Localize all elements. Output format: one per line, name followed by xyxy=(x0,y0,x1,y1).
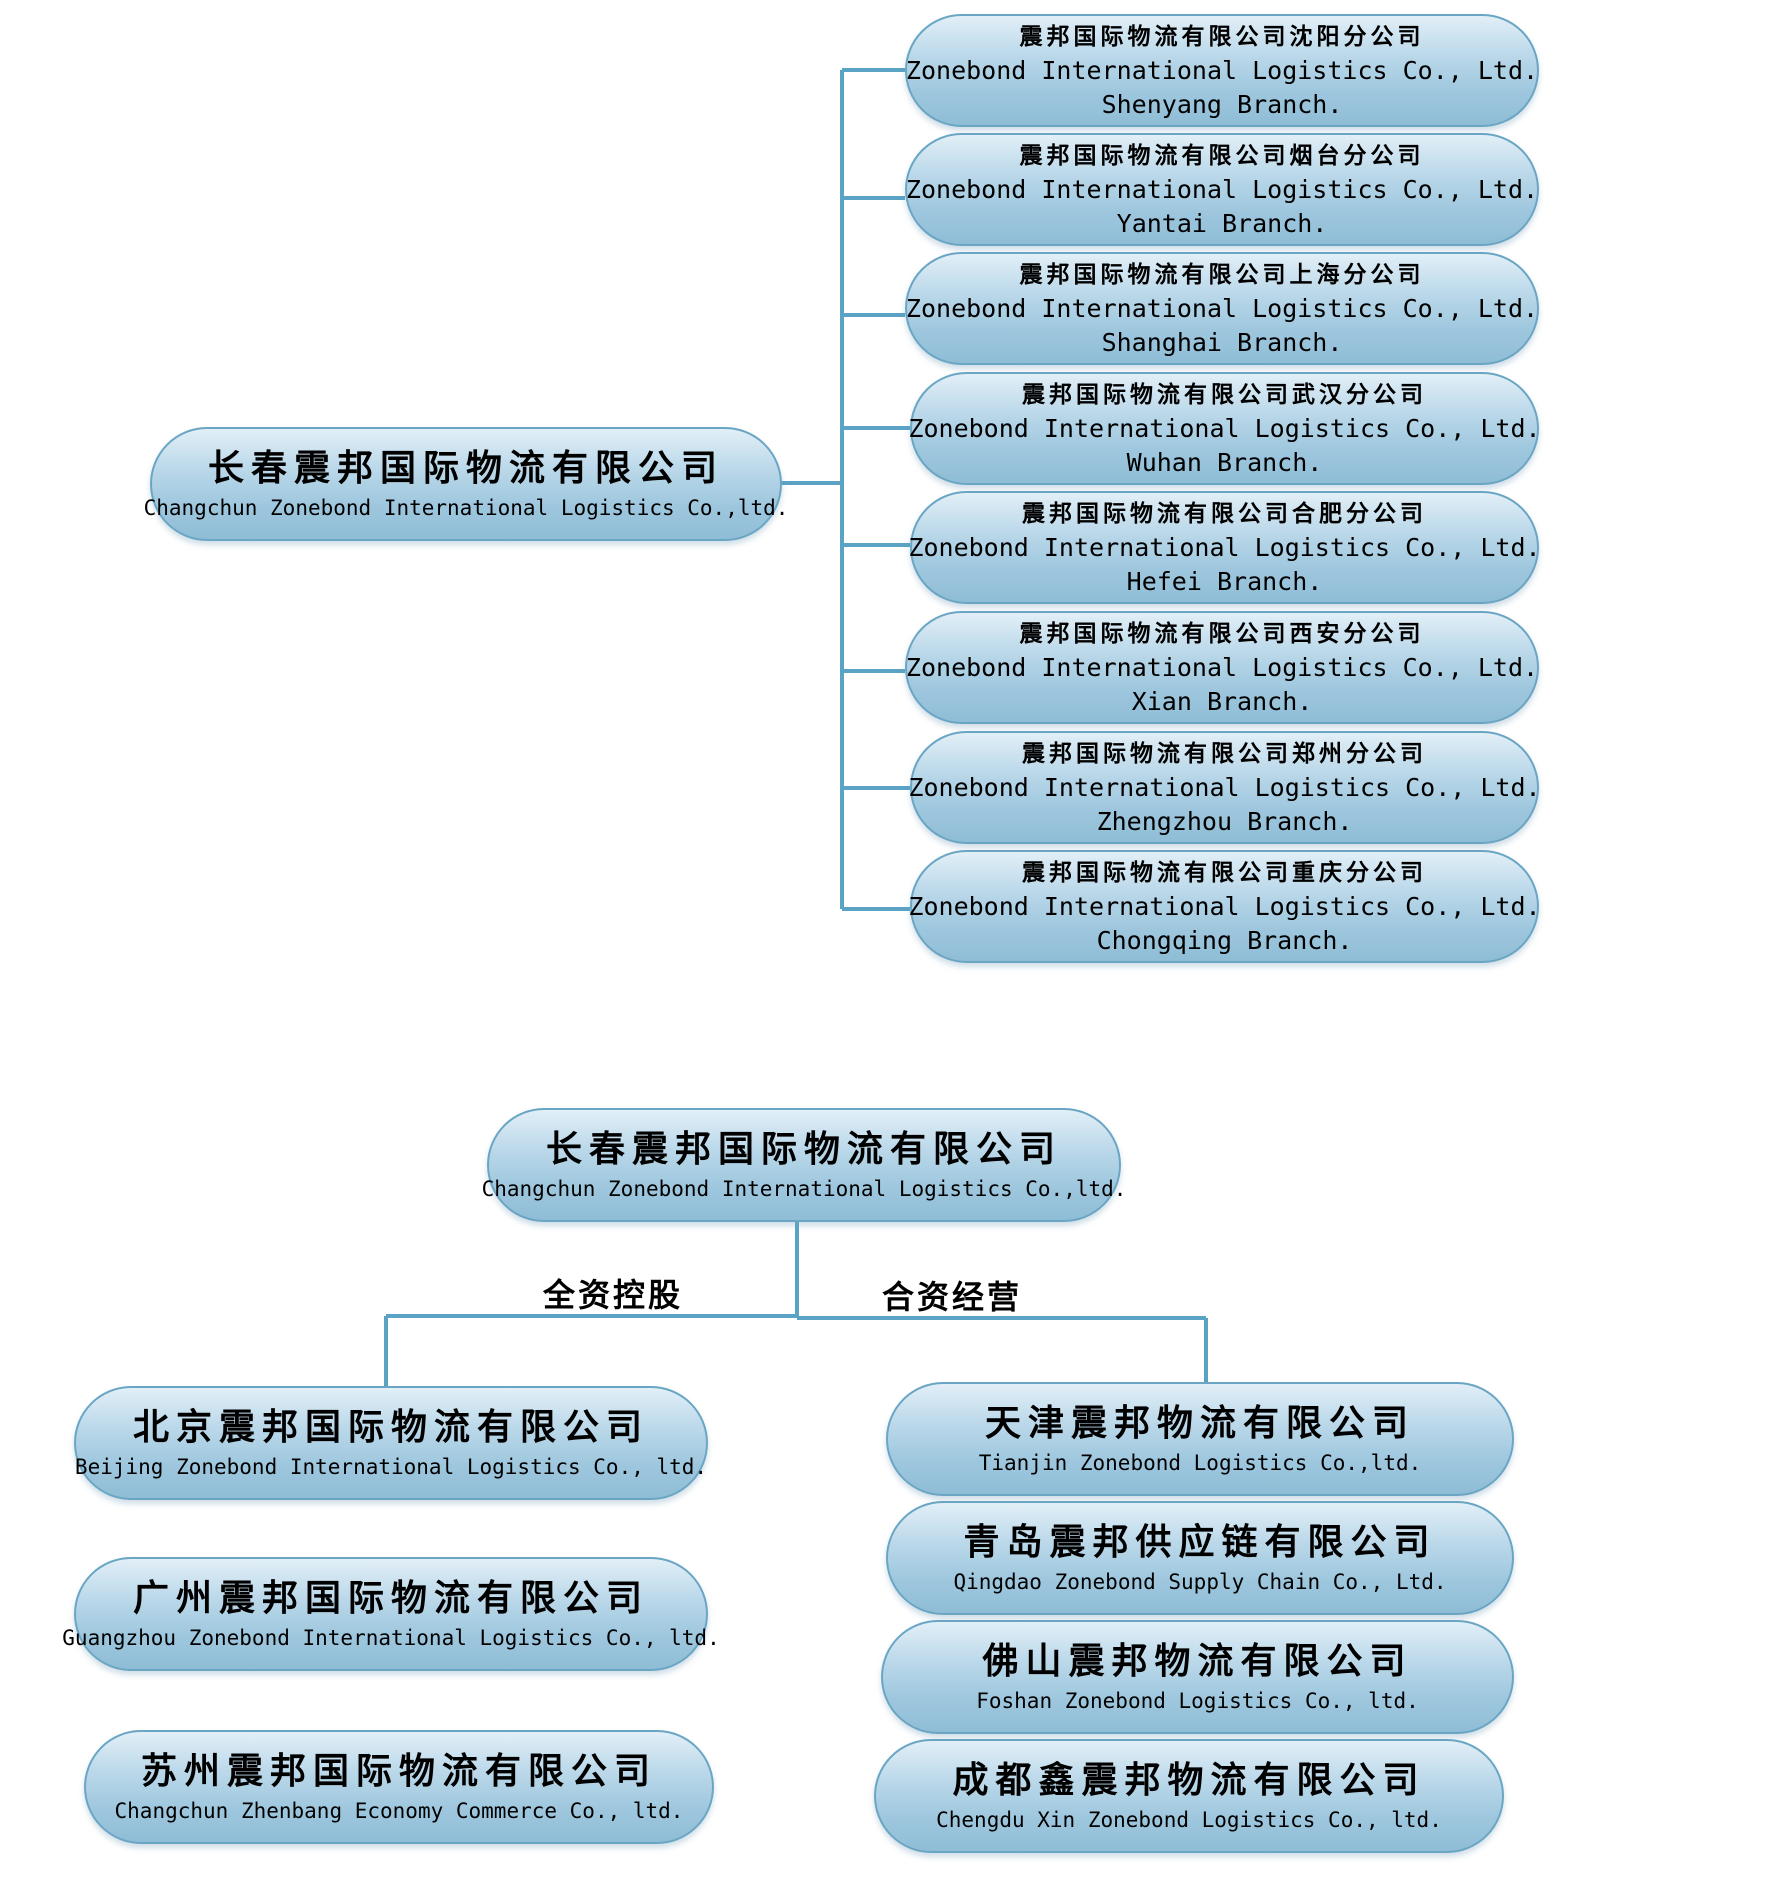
company-cn: 广州震邦国际物流有限公司 xyxy=(132,1577,649,1619)
branch-en: Zonebond International Logistics Co., Lt… xyxy=(908,532,1541,562)
d1-branch-shenyang: 震邦国际物流有限公司沈阳分公司 Zonebond International L… xyxy=(905,14,1539,127)
branch-cn: 震邦国际物流有限公司沈阳分公司 xyxy=(1019,22,1425,50)
branch-name: Shenyang Branch. xyxy=(1101,89,1343,119)
branch-cn: 震邦国际物流有限公司武汉分公司 xyxy=(1022,380,1427,408)
d1-root-cn: 长春震邦国际物流有限公司 xyxy=(207,447,724,489)
company-en: Beijing Zonebond International Logistics… xyxy=(74,1455,708,1479)
branch-en: Zonebond International Logistics Co., Lt… xyxy=(908,891,1541,921)
company-en: Chengdu Xin Zonebond Logistics Co., ltd. xyxy=(936,1808,1442,1832)
company-en: Tianjin Zonebond Logistics Co.,ltd. xyxy=(978,1451,1422,1475)
company-cn: 成都鑫震邦物流有限公司 xyxy=(952,1759,1426,1801)
company-cn: 天津震邦物流有限公司 xyxy=(984,1402,1415,1444)
d1-branch-chongqing: 震邦国际物流有限公司重庆分公司 Zonebond International L… xyxy=(908,850,1541,963)
d2-left-guangzhou: 广州震邦国际物流有限公司 Guangzhou Zonebond Internat… xyxy=(62,1557,720,1671)
branch-name: Yantai Branch. xyxy=(1116,208,1328,238)
relation-label-wholly-owned: 全资控股 xyxy=(543,1276,684,1314)
d2-right-chengdu: 成都鑫震邦物流有限公司 Chengdu Xin Zonebond Logisti… xyxy=(874,1739,1504,1853)
branch-cn: 震邦国际物流有限公司合肥分公司 xyxy=(1022,499,1427,527)
d2-left-suzhou: 苏州震邦国际物流有限公司 Changchun Zhenbang Economy … xyxy=(84,1730,714,1844)
branch-name: Hefei Branch. xyxy=(1126,566,1323,596)
d1-branch-yantai: 震邦国际物流有限公司烟台分公司 Zonebond International L… xyxy=(905,133,1539,246)
branch-en: Zonebond International Logistics Co., Lt… xyxy=(905,293,1539,323)
d2-right-tianjin: 天津震邦物流有限公司 Tianjin Zonebond Logistics Co… xyxy=(886,1382,1514,1496)
branch-cn: 震邦国际物流有限公司上海分公司 xyxy=(1019,260,1425,288)
company-en: Changchun Zhenbang Economy Commerce Co.,… xyxy=(114,1799,684,1823)
company-en: Foshan Zonebond Logistics Co., ltd. xyxy=(976,1689,1419,1713)
d2-root-node: 长春震邦国际物流有限公司 Changchun Zonebond Internat… xyxy=(482,1108,1126,1222)
d1-branch-hefei: 震邦国际物流有限公司合肥分公司 Zonebond International L… xyxy=(908,491,1541,604)
branch-name: Wuhan Branch. xyxy=(1126,447,1323,477)
company-cn: 苏州震邦国际物流有限公司 xyxy=(140,1750,657,1792)
branch-name: Chongqing Branch. xyxy=(1096,925,1353,955)
branch-name: Zhengzhou Branch. xyxy=(1096,806,1353,836)
d2-root-en: Changchun Zonebond International Logisti… xyxy=(481,1177,1127,1201)
company-cn: 青岛震邦供应链有限公司 xyxy=(963,1521,1437,1563)
company-en: Guangzhou Zonebond International Logisti… xyxy=(62,1626,720,1650)
branch-name: Shanghai Branch. xyxy=(1101,327,1343,357)
branch-en: Zonebond International Logistics Co., Lt… xyxy=(905,55,1539,85)
branch-cn: 震邦国际物流有限公司重庆分公司 xyxy=(1022,858,1427,886)
branch-en: Zonebond International Logistics Co., Lt… xyxy=(905,652,1539,682)
d1-branch-wuhan: 震邦国际物流有限公司武汉分公司 Zonebond International L… xyxy=(908,372,1541,485)
d1-branch-shanghai: 震邦国际物流有限公司上海分公司 Zonebond International L… xyxy=(905,252,1539,365)
company-cn: 北京震邦国际物流有限公司 xyxy=(132,1406,649,1448)
branch-cn: 震邦国际物流有限公司烟台分公司 xyxy=(1019,141,1425,169)
company-en: Qingdao Zonebond Supply Chain Co., Ltd. xyxy=(953,1570,1447,1594)
d2-right-foshan: 佛山震邦物流有限公司 Foshan Zonebond Logistics Co.… xyxy=(881,1620,1514,1734)
company-cn: 佛山震邦物流有限公司 xyxy=(982,1640,1413,1682)
branch-cn: 震邦国际物流有限公司西安分公司 xyxy=(1019,619,1425,647)
branch-en: Zonebond International Logistics Co., Lt… xyxy=(908,413,1541,443)
d1-branch-zhengzhou: 震邦国际物流有限公司郑州分公司 Zonebond International L… xyxy=(908,731,1541,844)
d2-right-qingdao: 青岛震邦供应链有限公司 Qingdao Zonebond Supply Chai… xyxy=(886,1501,1514,1615)
d2-left-beijing: 北京震邦国际物流有限公司 Beijing Zonebond Internatio… xyxy=(74,1386,708,1500)
branch-en: Zonebond International Logistics Co., Lt… xyxy=(908,772,1541,802)
d2-root-cn: 长春震邦国际物流有限公司 xyxy=(545,1128,1062,1170)
relation-label-joint-venture: 合资经营 xyxy=(882,1278,1023,1316)
d1-root-en: Changchun Zonebond International Logisti… xyxy=(143,496,789,520)
branch-cn: 震邦国际物流有限公司郑州分公司 xyxy=(1022,739,1427,767)
d1-branch-xian: 震邦国际物流有限公司西安分公司 Zonebond International L… xyxy=(905,611,1539,724)
d1-root-node: 长春震邦国际物流有限公司 Changchun Zonebond Internat… xyxy=(144,427,788,541)
branch-name: Xian Branch. xyxy=(1131,686,1313,716)
branch-en: Zonebond International Logistics Co., Lt… xyxy=(905,174,1539,204)
